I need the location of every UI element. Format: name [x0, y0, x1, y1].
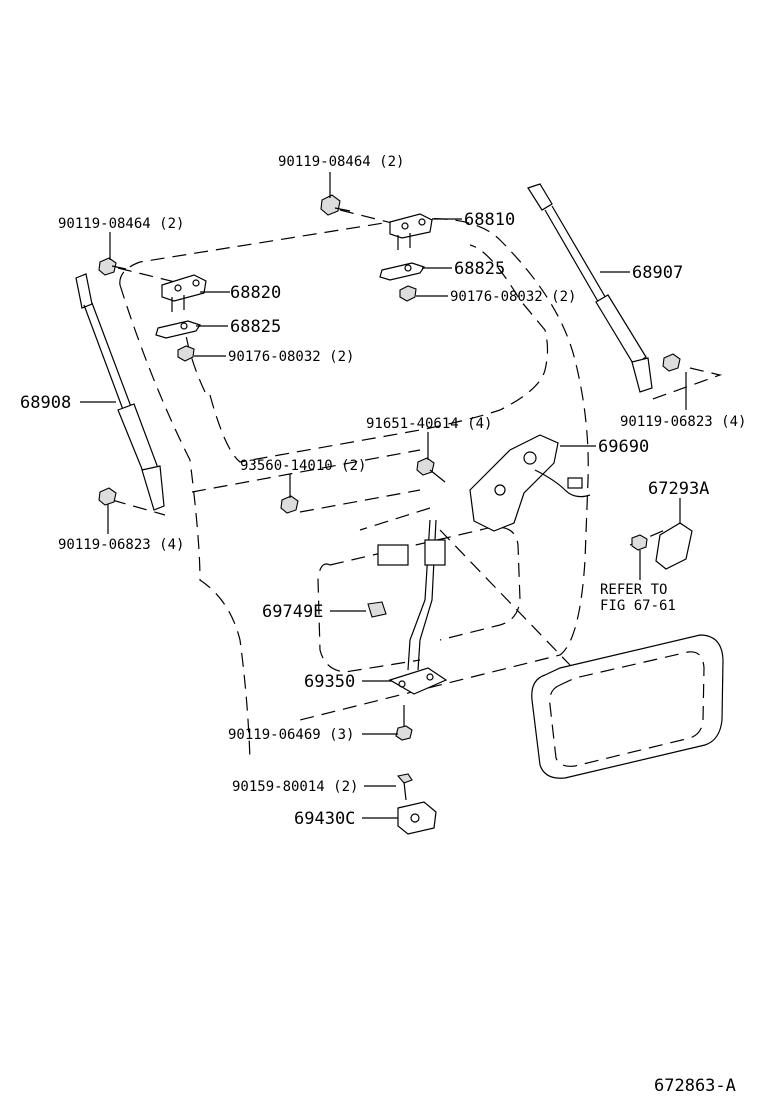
- screw-90119-06469-icon: [395, 705, 413, 741]
- handle-rod-icon: [377, 519, 446, 671]
- label-refer-line1: REFER TO: [600, 582, 667, 598]
- label-67293a: 67293A: [648, 479, 709, 499]
- bolt-90119-06823-right-icon: [662, 353, 681, 372]
- label-90119-06823-left: 90119-06823 (4): [58, 537, 184, 553]
- label-68825-right: 68825: [454, 259, 505, 279]
- nut-90176-right-icon: [399, 285, 417, 302]
- label-93560-14010: 93560-14010 (2): [240, 458, 366, 474]
- clip-69749e-icon: [367, 601, 387, 618]
- damper-stay-68907-icon: [527, 183, 653, 393]
- bolt-91651-icon: [416, 457, 446, 483]
- label-69350: 69350: [304, 672, 355, 692]
- bolt-90119-06823-left-icon: [98, 487, 117, 506]
- label-68820: 68820: [230, 283, 281, 303]
- label-69749e: 69749E: [262, 602, 323, 622]
- label-90119-06823-right: 90119-06823 (4): [620, 414, 746, 430]
- gasket-68825-right-icon: [379, 262, 425, 281]
- label-68907: 68907: [632, 263, 683, 283]
- bolt-90119-08464-left-icon: [98, 257, 127, 276]
- label-91651-40614: 91651-40614 (4): [366, 416, 492, 432]
- connector-lines: [111, 209, 723, 666]
- striker-69430c-icon: [397, 801, 437, 835]
- figure-id: 672863-A: [654, 1076, 736, 1096]
- back-window-glass: [531, 634, 724, 779]
- label-90119-08464-left: 90119-08464 (2): [58, 216, 184, 232]
- screw-93560-icon: [280, 495, 299, 514]
- label-69690: 69690: [598, 437, 649, 457]
- damper-stay-68908-icon: [75, 273, 165, 511]
- hinge-68810-icon: [389, 213, 433, 250]
- label-90176-08032-right: 90176-08032 (2): [450, 289, 576, 305]
- label-68825-left: 68825: [230, 317, 281, 337]
- hinge-68820-icon: [161, 274, 207, 312]
- gasket-68825-left-icon: [155, 320, 201, 339]
- screw-90159-icon: [396, 773, 413, 801]
- nut-90176-left-icon: [177, 345, 195, 362]
- label-refer-line2: FIG 67-61: [600, 598, 676, 614]
- label-leaders: [80, 172, 687, 819]
- lock-assembly-69690-icon: [469, 434, 591, 532]
- bolt-90119-08464-top-icon: [320, 194, 351, 216]
- label-90119-08464-top: 90119-08464 (2): [278, 154, 404, 170]
- label-69430c: 69430C: [294, 809, 355, 829]
- label-68810: 68810: [464, 210, 515, 230]
- switch-67293a-icon: [631, 522, 693, 570]
- handle-69350-icon: [388, 667, 448, 695]
- label-68908: 68908: [20, 393, 71, 413]
- label-90119-06469: 90119-06469 (3): [228, 727, 354, 743]
- label-90159-80014: 90159-80014 (2): [232, 779, 358, 795]
- label-90176-08032-left: 90176-08032 (2): [228, 349, 354, 365]
